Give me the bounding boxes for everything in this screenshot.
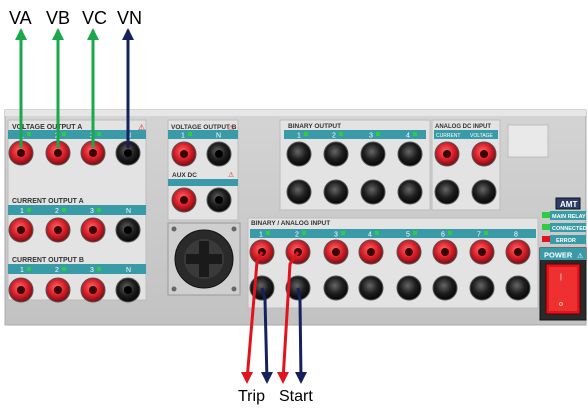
channel-label: 2 (332, 133, 336, 140)
binary-output-jacks (286, 141, 423, 205)
multi-pin-connector[interactable] (167, 222, 241, 296)
channel-leds (27, 132, 488, 271)
channel-label: 4 (406, 133, 410, 140)
current-a-label-bar: 1 2 3 N (8, 205, 146, 215)
channel-label: 4 (368, 232, 372, 239)
warning-icon: ⚠ (228, 124, 234, 132)
current-b-jacks (8, 277, 141, 303)
wire-label-vn: VN (117, 8, 142, 28)
channel-label: 3 (90, 267, 94, 274)
channel-label: 1 (297, 133, 301, 140)
binary-analog-input-title: BINARY / ANALOG INPUT (251, 220, 330, 227)
analog-dc-input-title: ANALOG DC INPUT (435, 124, 491, 130)
voltage-b-label-bar: 1 N (168, 130, 238, 140)
power-label: POWER (544, 251, 573, 260)
channel-label: 3 (90, 208, 94, 215)
channel-label: 6 (441, 232, 445, 239)
binary-input-8-minus-jack[interactable] (505, 275, 531, 301)
voltage-a-jacks (8, 140, 141, 166)
binary-output-1-bottom-jack[interactable] (286, 179, 312, 205)
display-window (507, 124, 549, 158)
voltage-b-jacks (171, 141, 232, 167)
warning-icon: ⚠ (228, 171, 234, 179)
current-output-a-title: CURRENT OUTPUT A (12, 198, 84, 205)
wire-label-vb: VB (46, 8, 70, 28)
binary-output-1-top-jack[interactable] (286, 141, 312, 167)
brand-logo (555, 197, 581, 210)
binary-analog-label-bar: 1 2 3 4 5 6 7 8 (250, 229, 536, 239)
voltage-output-b-title: VOLTAGE OUTPUT B (171, 124, 237, 131)
status-panel: AMT MAIN RELAY CONNECTED ERROR (542, 197, 587, 244)
analog-dc-label-bar: CURRENT VOLTAGE (434, 130, 498, 139)
channel-label: 1 (20, 267, 24, 274)
channel-label: 8 (514, 232, 518, 239)
binary-output-title: BINARY OUTPUT (288, 123, 341, 130)
wire-start (277, 251, 307, 384)
binary-input-6-minus-jack[interactable] (432, 275, 458, 301)
channel-label: 1 (20, 208, 24, 215)
current-b-label-bar: 1 2 3 N (8, 264, 146, 274)
channel-label: N (216, 133, 221, 140)
binary-output-4-top-jack[interactable] (397, 141, 423, 167)
aux-dc-label-bar (168, 179, 238, 186)
channel-label: 5 (406, 232, 410, 239)
analog-dc-jacks (434, 141, 497, 205)
wire-label-va: VA (9, 8, 32, 28)
binary-input-5-minus-jack[interactable] (396, 275, 422, 301)
current-a-jacks (8, 217, 141, 243)
binary-input-3-minus-jack[interactable] (323, 275, 349, 301)
aux-dc-jacks (171, 187, 232, 213)
wire-vn (122, 28, 134, 148)
aux-dc-title: AUX DC (172, 172, 197, 179)
channel-label: N (126, 267, 131, 274)
analog-dc-voltage-common-jack[interactable] (471, 179, 497, 205)
warning-icon: ⚠ (138, 123, 145, 132)
binary-output-3-top-jack[interactable] (360, 141, 386, 167)
channel-label: 3 (334, 232, 338, 239)
analog-dc-current-common-jack[interactable] (434, 179, 460, 205)
wire-label-vc: VC (82, 8, 107, 28)
wire-trip (241, 251, 273, 384)
channel-label: VOLTAGE (470, 133, 494, 139)
warning-icon: ⚠ (577, 252, 583, 260)
channel-label: 7 (477, 232, 481, 239)
status-connected: CONNECTED (552, 226, 587, 232)
channel-label: 1 (259, 232, 263, 239)
power-on-mark: | (560, 274, 562, 281)
wire-label-start: Start (279, 388, 313, 405)
channel-label: 3 (369, 133, 373, 140)
channel-label: 2 (295, 232, 299, 239)
current-output-b-title: CURRENT OUTPUT B (12, 257, 84, 264)
panel-top-edge (5, 110, 586, 116)
binary-input-7-minus-jack[interactable] (469, 275, 495, 301)
binary-output-3-bottom-jack[interactable] (360, 179, 386, 205)
power-off-mark: o (559, 301, 563, 308)
binary-output-4-bottom-jack[interactable] (397, 179, 423, 205)
channel-label: N (126, 208, 131, 215)
wire-va (15, 28, 27, 148)
binary-output-2-top-jack[interactable] (323, 141, 349, 167)
brand-logo-text: AMT (560, 200, 577, 209)
status-error: ERROR (556, 238, 576, 244)
power-switch-area: POWER ⚠ | o (539, 247, 587, 321)
voltage-output-a-title: VOLTAGE OUTPUT A (12, 124, 82, 131)
channel-label: 1 (181, 133, 185, 140)
binary-output-2-bottom-jack[interactable] (323, 179, 349, 205)
wire-vc (87, 28, 99, 148)
status-main-relay: MAIN RELAY (552, 214, 586, 220)
wire-vb (52, 28, 64, 148)
binary-input-4-minus-jack[interactable] (358, 275, 384, 301)
channel-label: 2 (55, 267, 59, 274)
wire-label-trip: Trip (238, 388, 265, 405)
channel-label: CURRENT (436, 133, 460, 139)
binary-output-label-bar: 1 2 3 4 (284, 130, 426, 140)
channel-label: 2 (55, 208, 59, 215)
